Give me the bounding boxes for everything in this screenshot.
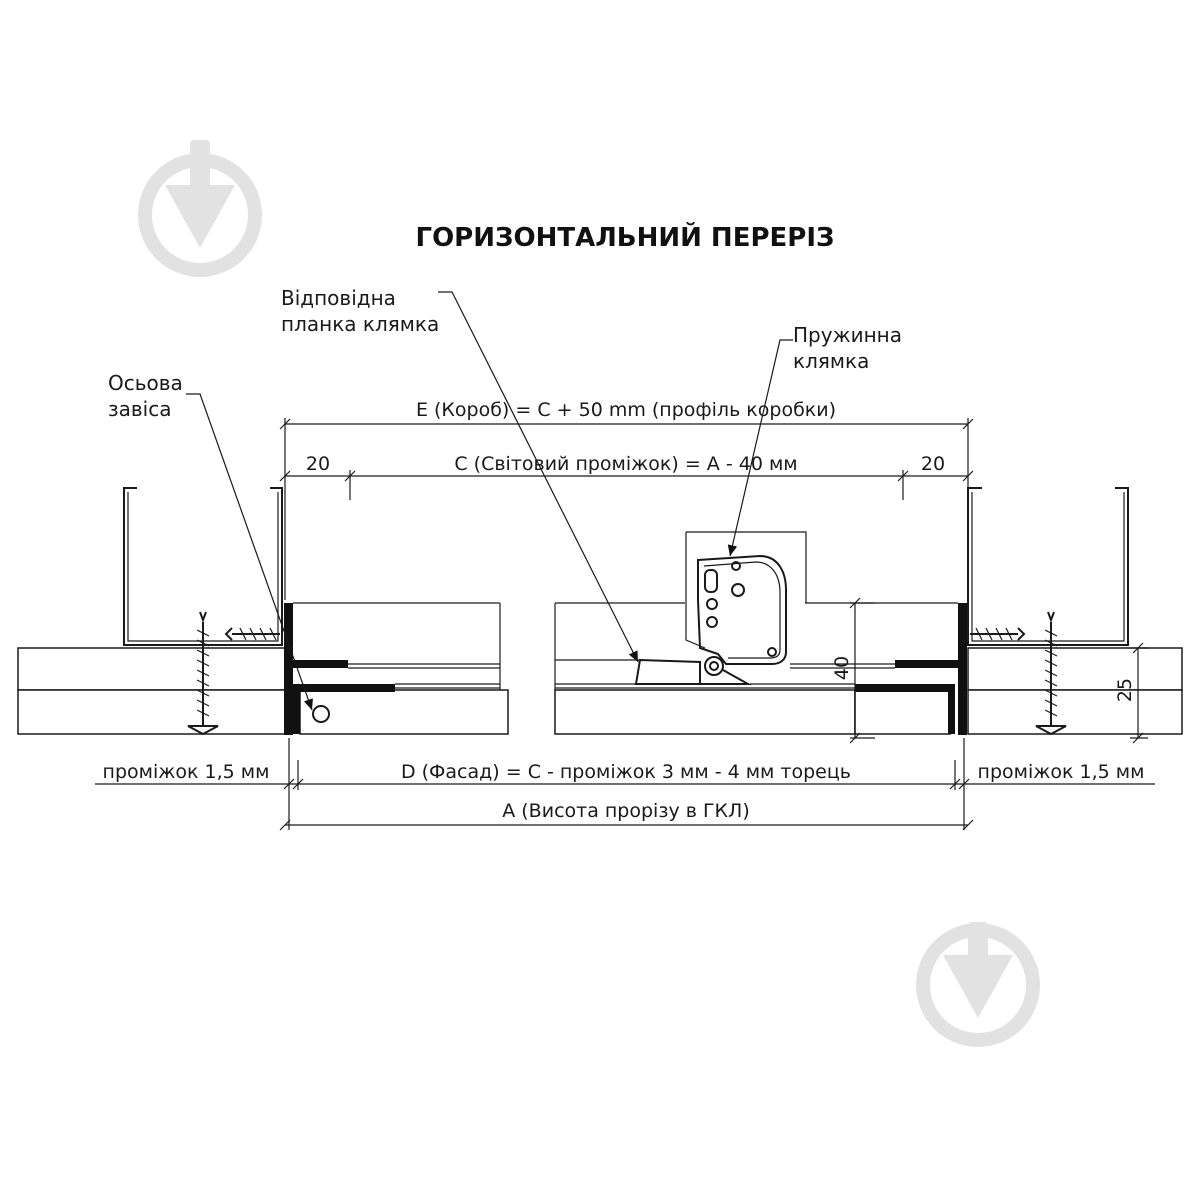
- left-drywall: [17, 647, 289, 735]
- dim-board-thickness: [1130, 642, 1148, 744]
- latch-leader-line: [727, 339, 793, 557]
- watermark-logo-icon: [916, 922, 1040, 1047]
- strike-label-line2: планка клямка: [281, 312, 439, 336]
- facade-panel-left: [299, 689, 509, 735]
- inner-frame-lines: [293, 602, 958, 690]
- box-frame: [284, 603, 967, 735]
- dim-opening-row: [279, 819, 974, 831]
- dim-box-width: [279, 418, 974, 600]
- screw-icon: [1035, 611, 1067, 736]
- latch-label-line2: клямка: [793, 349, 869, 373]
- dim-depth: [849, 597, 875, 744]
- right-drywall: [967, 647, 1183, 735]
- dim-light-gap-label: C (Світовий проміжок) = А - 40 мм: [454, 453, 797, 475]
- watermark-logo-icon: [138, 140, 262, 277]
- spring-latch: [634, 531, 807, 685]
- dim-opening-label: А (Висота прорізу в ГКЛ): [502, 800, 750, 822]
- dim-right-margin-label: 20: [921, 453, 945, 475]
- hinge-label-line1: Осьова: [108, 371, 183, 395]
- hinge-leader-line: [186, 393, 313, 711]
- facade-panel-right: [554, 689, 951, 735]
- hinge-label-line2: завіса: [108, 397, 172, 421]
- diagram-title: ГОРИЗОНТАЛЬНИЙ ПЕРЕРІЗ: [416, 221, 835, 253]
- dim-gap-left-label: проміжок 1,5 мм: [103, 761, 270, 783]
- strike-plate-leader-line: [438, 291, 639, 663]
- screw-icon: [224, 627, 280, 641]
- screw-icon: [187, 611, 219, 736]
- dim-facade-row: [95, 738, 1155, 830]
- strike-label-line1: Відповідна: [281, 286, 396, 310]
- pivot-hinge-icon: [312, 705, 330, 723]
- dim-facade-label: D (Фасад) = С - проміжок 3 мм - 4 мм тор…: [401, 761, 851, 783]
- latch-label-line1: Пружинна: [793, 323, 902, 347]
- right-wall-profile: [967, 487, 1129, 646]
- dim-board-thickness-label: 25: [1114, 678, 1136, 702]
- dim-left-margin-label: 20: [306, 453, 330, 475]
- dim-light-gap: [279, 470, 974, 500]
- dim-gap-right-label: проміжок 1,5 мм: [978, 761, 1145, 783]
- dim-box-label: E (Короб) = C + 50 mm (профіль коробки): [416, 399, 836, 421]
- screw-icon: [970, 627, 1026, 641]
- dim-depth-label: 40: [831, 656, 853, 680]
